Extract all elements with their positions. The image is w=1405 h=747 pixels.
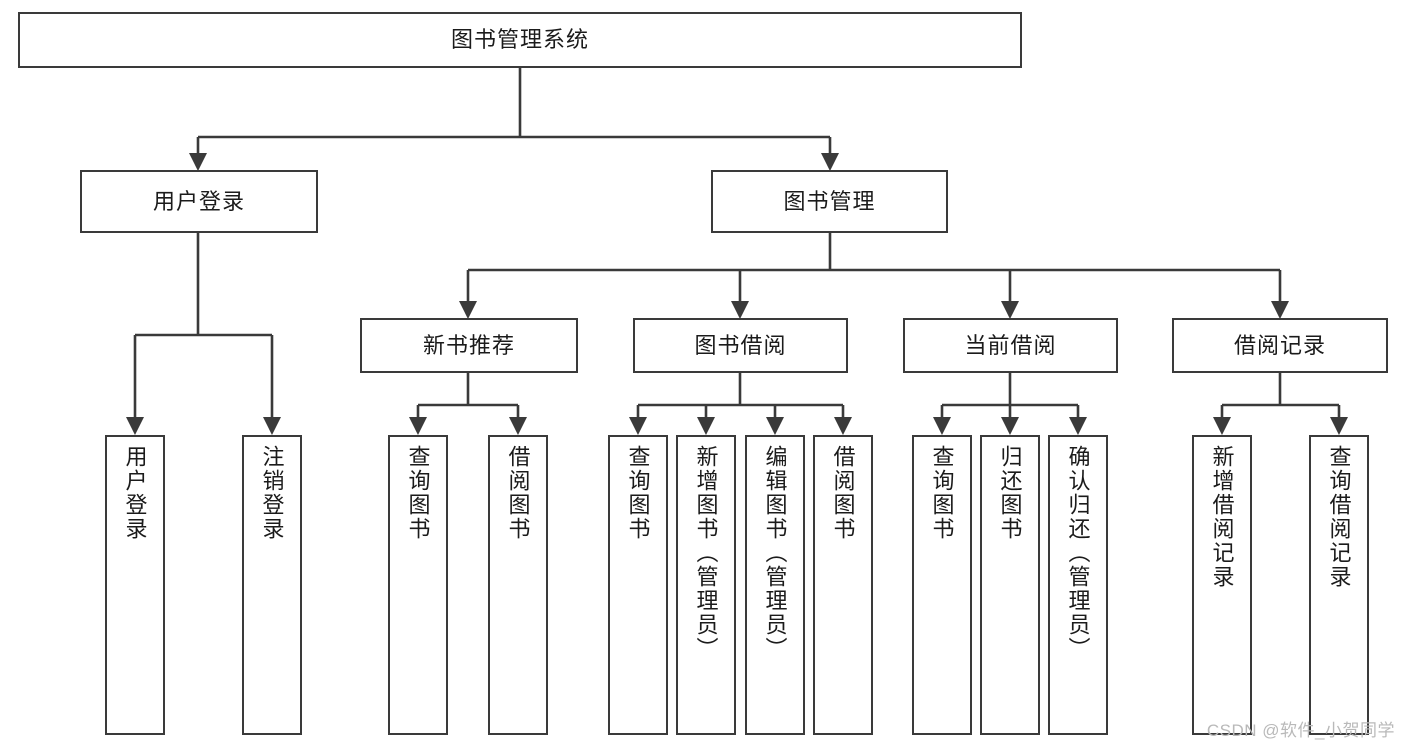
leaf-new-book-query-label: 查询图书 [405,445,431,541]
leaf-current-borrow-confirm-label: 确认归还（管理员） [1065,445,1091,661]
node-user-login-label: 用户登录 [152,188,245,214]
leaf-book-borrow-add-label: 新增图书（管理员） [693,445,719,661]
leaf-current-borrow-return[interactable]: 归还图书 [980,435,1040,735]
leaf-current-borrow-confirm[interactable]: 确认归还（管理员） [1048,435,1108,735]
leaf-new-book-borrow[interactable]: 借阅图书 [488,435,548,735]
leaf-borrow-record-add-label: 新增借阅记录 [1209,445,1235,589]
leaf-user-login-login-label: 用户登录 [122,445,148,541]
node-new-book-recommend[interactable]: 新书推荐 [360,318,578,373]
node-borrow-record[interactable]: 借阅记录 [1172,318,1388,373]
leaf-book-borrow-add[interactable]: 新增图书（管理员） [676,435,736,735]
leaf-user-login-login[interactable]: 用户登录 [105,435,165,735]
leaf-book-borrow-borrow[interactable]: 借阅图书 [813,435,873,735]
leaf-current-borrow-query[interactable]: 查询图书 [912,435,972,735]
node-borrow-record-label: 借阅记录 [1233,332,1326,358]
leaf-book-borrow-borrow-label: 借阅图书 [830,445,856,541]
leaf-current-borrow-query-label: 查询图书 [929,445,955,541]
node-user-login[interactable]: 用户登录 [80,170,318,233]
node-current-borrow-label: 当前借阅 [964,332,1057,358]
node-book-borrow[interactable]: 图书借阅 [633,318,848,373]
leaf-user-login-logout-label: 注销登录 [259,445,285,541]
leaf-new-book-borrow-label: 借阅图书 [505,445,531,541]
leaf-book-borrow-query[interactable]: 查询图书 [608,435,668,735]
leaf-borrow-record-add[interactable]: 新增借阅记录 [1192,435,1252,735]
leaf-book-borrow-query-label: 查询图书 [625,445,651,541]
leaf-book-borrow-edit[interactable]: 编辑图书（管理员） [745,435,805,735]
node-book-management-label: 图书管理 [783,188,876,214]
node-root[interactable]: 图书管理系统 [18,12,1022,68]
node-root-label: 图书管理系统 [450,27,589,53]
watermark: CSDN @软件_小贺同学 [1206,721,1395,740]
leaf-book-borrow-edit-label: 编辑图书（管理员） [762,445,788,661]
leaf-current-borrow-return-label: 归还图书 [997,445,1023,541]
leaf-new-book-query[interactable]: 查询图书 [388,435,448,735]
node-current-borrow[interactable]: 当前借阅 [903,318,1118,373]
node-new-book-recommend-label: 新书推荐 [422,332,515,358]
leaf-user-login-logout[interactable]: 注销登录 [242,435,302,735]
node-book-management[interactable]: 图书管理 [711,170,948,233]
leaf-borrow-record-query[interactable]: 查询借阅记录 [1309,435,1369,735]
leaf-borrow-record-query-label: 查询借阅记录 [1326,445,1352,589]
node-book-borrow-label: 图书借阅 [694,332,787,358]
